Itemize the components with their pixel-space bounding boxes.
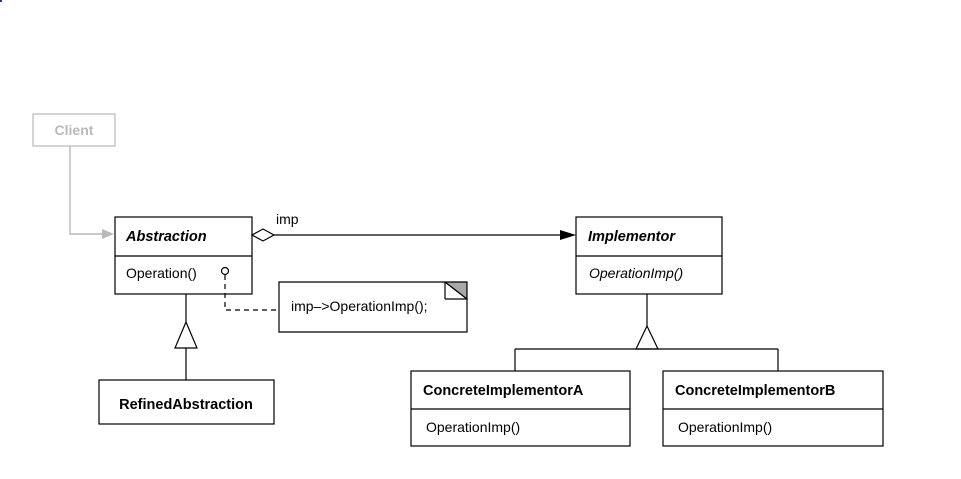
concrete-implementor-a-class: ConcreteImplementorA OperationImp() <box>410 370 631 447</box>
abstraction-name: Abstraction <box>125 229 207 245</box>
note-text: imp–>OperationImp(); <box>291 298 428 314</box>
implementor-class: Implementor OperationImp() <box>575 216 723 295</box>
refined-abstraction-class: RefinedAbstraction <box>98 379 275 425</box>
implementor-inheritance <box>514 294 779 371</box>
concrete-b-operation: OperationImp() <box>678 419 772 435</box>
note-fold <box>443 281 468 301</box>
concrete-a-name: ConcreteImplementorA <box>423 383 584 399</box>
note-dashed-line <box>224 275 279 311</box>
client-arrowhead <box>102 229 114 239</box>
client-name: Client <box>55 122 94 138</box>
association-arrowhead <box>560 230 576 240</box>
association-label: imp <box>276 211 299 227</box>
client-class: Client <box>32 113 116 147</box>
concrete-a-operation: OperationImp() <box>426 419 520 435</box>
abstraction-class: Abstraction Operation() <box>114 216 253 295</box>
refined-abstraction-box <box>98 379 275 425</box>
note-connector <box>220 266 279 311</box>
aggregation-diamond <box>250 228 276 242</box>
implementor-name: Implementor <box>588 229 676 245</box>
refined-abstraction-name: RefinedAbstraction <box>119 397 253 413</box>
abstraction-operation: Operation() <box>126 265 197 281</box>
concrete-implementor-b-class: ConcreteImplementorB OperationImp() <box>662 370 884 447</box>
client-line <box>69 146 104 235</box>
abstraction-inheritance <box>174 294 198 380</box>
note-anchor-circle <box>220 266 230 276</box>
corner-dot <box>0 0 2 2</box>
imp-association: imp <box>250 211 576 242</box>
inheritance-triangle-implementor <box>635 324 659 350</box>
inheritance-triangle-abstraction <box>174 320 198 349</box>
client-connector <box>69 146 114 239</box>
concrete-b-name: ConcreteImplementorB <box>675 383 835 399</box>
note-box <box>278 281 468 333</box>
implementor-operation: OperationImp() <box>589 265 683 281</box>
client-box <box>32 113 116 147</box>
note: imp–>OperationImp(); <box>278 281 468 333</box>
